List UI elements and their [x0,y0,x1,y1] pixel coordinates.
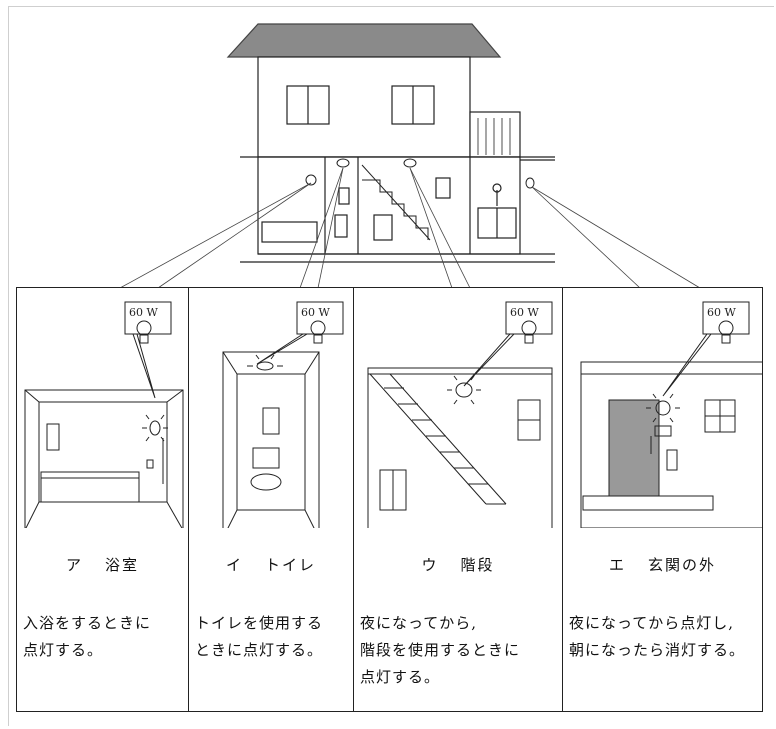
panel-letter: イ [225,556,243,574]
panel-toilet: 60 W イ トイレ トイレを使用する ときに点灯する。 [188,287,354,712]
panel-stairs: 60 W [353,287,563,712]
house-roof [226,23,502,58]
bulb-wattage-label: 60 W [707,306,736,319]
light-icon [142,414,168,442]
ground-floor [257,156,521,255]
light-icon [447,375,481,405]
bulb-icon [136,320,152,344]
stairs-scene: 60 W [367,301,553,528]
bulb-wattage-label: 60 W [129,306,158,319]
toilet-scene: 60 W [222,301,344,528]
panel-title-stairs: ウ 階段 [354,554,562,575]
figure-frame [8,6,774,726]
panel-letter: エ [608,556,626,574]
panel-title-bath: ア 浴室 [17,554,188,575]
panel-letter: ウ [421,556,439,574]
callout-lines [119,167,701,289]
room-name: 玄関の外 [648,556,717,574]
room-panels: 60 W ア 浴室 入浴をするときに 点灯する。 [16,287,763,723]
panel-title-entrance: エ 玄関の外 [563,554,762,575]
overview-lights [305,158,535,189]
panel-letter: ア [65,556,83,574]
panel-entrance: 60 W エ玄関の外 夜になってから点灯し, 朝になっ [562,287,763,712]
panel-description: トイレを使用する ときに点灯する。 [195,614,324,659]
overview-bathtub [261,221,318,243]
panel-title-toilet: イ トイレ [189,554,353,575]
panel-description: 夜になってから, 階段を使用するときに 点灯する。 [360,614,521,686]
toilet-bowl [250,473,282,491]
balcony-rails [477,118,511,155]
overview-toilet [334,214,348,238]
bulb-icon [521,320,537,344]
panel-description: 入浴をするときに 点灯する。 [23,614,152,659]
bulb-icon [310,320,326,344]
bulb-wattage-label: 60 W [301,306,330,319]
panel-bath: 60 W ア 浴室 入浴をするときに 点灯する。 [16,287,189,712]
bath-scene: 60 W [24,301,184,528]
overview-stairs [361,164,431,241]
staircase-icon [369,373,507,505]
toilet-tank [252,447,280,469]
light-icon [247,354,283,371]
bulb-wattage-label: 60 W [510,306,539,319]
room-name: 階段 [460,556,495,574]
entrance-scene: 60 W [580,301,762,528]
room-name: 浴室 [105,556,140,574]
bulb-icon [718,320,734,344]
house-overview [119,23,701,289]
room-name: トイレ [265,556,317,574]
balcony [469,111,521,158]
upper-floor [257,56,471,158]
panel-description: 夜になってから点灯し, 朝になったら消灯する。 [569,614,746,659]
bathtub-icon [40,471,140,503]
light-icon [646,393,680,423]
